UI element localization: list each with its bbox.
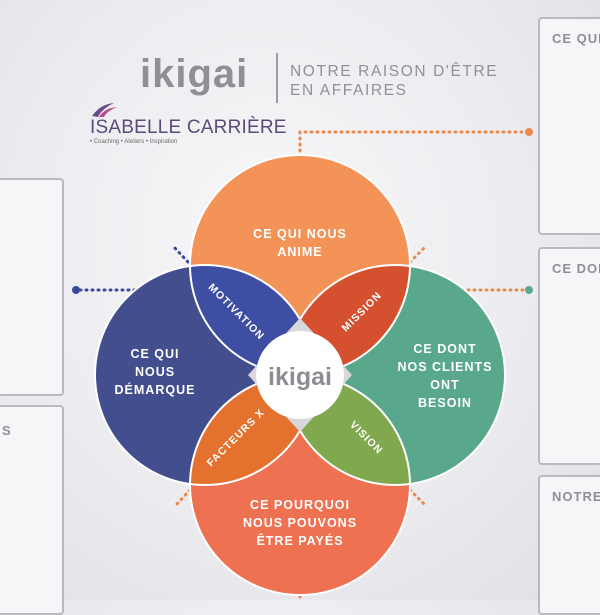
- left-label-1: CE QUI: [130, 347, 179, 361]
- frame-mid-right-label: CE DON: [552, 261, 600, 276]
- frame-left-lower[interactable]: S: [0, 405, 64, 615]
- logo-name: ISABELLE CARRIÈRE: [90, 117, 287, 138]
- frame-top-right[interactable]: CE QUI: [538, 17, 600, 235]
- logo-swoosh-icon: [92, 103, 117, 117]
- frame-left-upper[interactable]: [0, 178, 64, 396]
- connector-left-end: [72, 286, 80, 294]
- left-label-2: NOUS: [135, 365, 175, 379]
- bottom-label-3: ÊTRE PAYÉS: [256, 533, 343, 548]
- right-label-3: ONT: [430, 378, 459, 392]
- frame-mid-right[interactable]: CE DON: [538, 247, 600, 465]
- logo-tagline: • Coaching • Ateliers • Inspiration: [90, 139, 178, 145]
- page-title: ikigai: [140, 52, 249, 96]
- right-label-4: BESOIN: [418, 396, 472, 410]
- right-label-1: CE DONT: [413, 342, 476, 356]
- dots-top-right: [408, 245, 427, 264]
- bottom-label-2: NOUS POUVONS: [243, 516, 357, 530]
- top-label-1: CE QUI NOUS: [253, 227, 347, 241]
- dots-top-left: [170, 243, 190, 264]
- overlap-mission: [285, 265, 410, 375]
- bottom-label-1: CE POURQUOI: [250, 498, 350, 512]
- dots-bottom-left: [174, 488, 192, 507]
- overlap-facteurs: [190, 375, 315, 485]
- left-label-3: DÉMARQUE: [115, 382, 196, 397]
- page-subtitle: NOTRE RAISON D'ÊTRE EN AFFAIRES: [290, 62, 498, 100]
- right-label-2: NOS CLIENTS: [397, 360, 492, 374]
- overlap-motivation: [190, 265, 315, 375]
- frame-top-right-label: CE QUI: [552, 31, 600, 46]
- connector-right-end: [525, 286, 533, 294]
- frame-bottom-right-label: NOTRE: [552, 489, 600, 504]
- top-label-2: ANIME: [277, 245, 322, 259]
- connector-lines: [174, 130, 529, 600]
- connector-top: [298, 130, 529, 159]
- ikigai-diagram: ikigai CE QUI NOUS ANIME CE QUI NOUS DÉM…: [72, 128, 533, 600]
- center-label: ikigai: [268, 363, 332, 391]
- subtitle-line-1: NOTRE RAISON D'ÊTRE: [290, 63, 499, 80]
- frame-bottom-right[interactable]: NOTRE: [538, 475, 600, 615]
- subtitle-line-2: EN AFFAIRES: [290, 82, 408, 99]
- center-circle: [256, 331, 344, 419]
- dots-bottom-right: [408, 488, 427, 507]
- connector-top-end: [525, 128, 533, 136]
- frame-left-lower-label: S: [2, 423, 12, 438]
- header-divider: [276, 53, 278, 103]
- overlap-vision: [285, 375, 410, 485]
